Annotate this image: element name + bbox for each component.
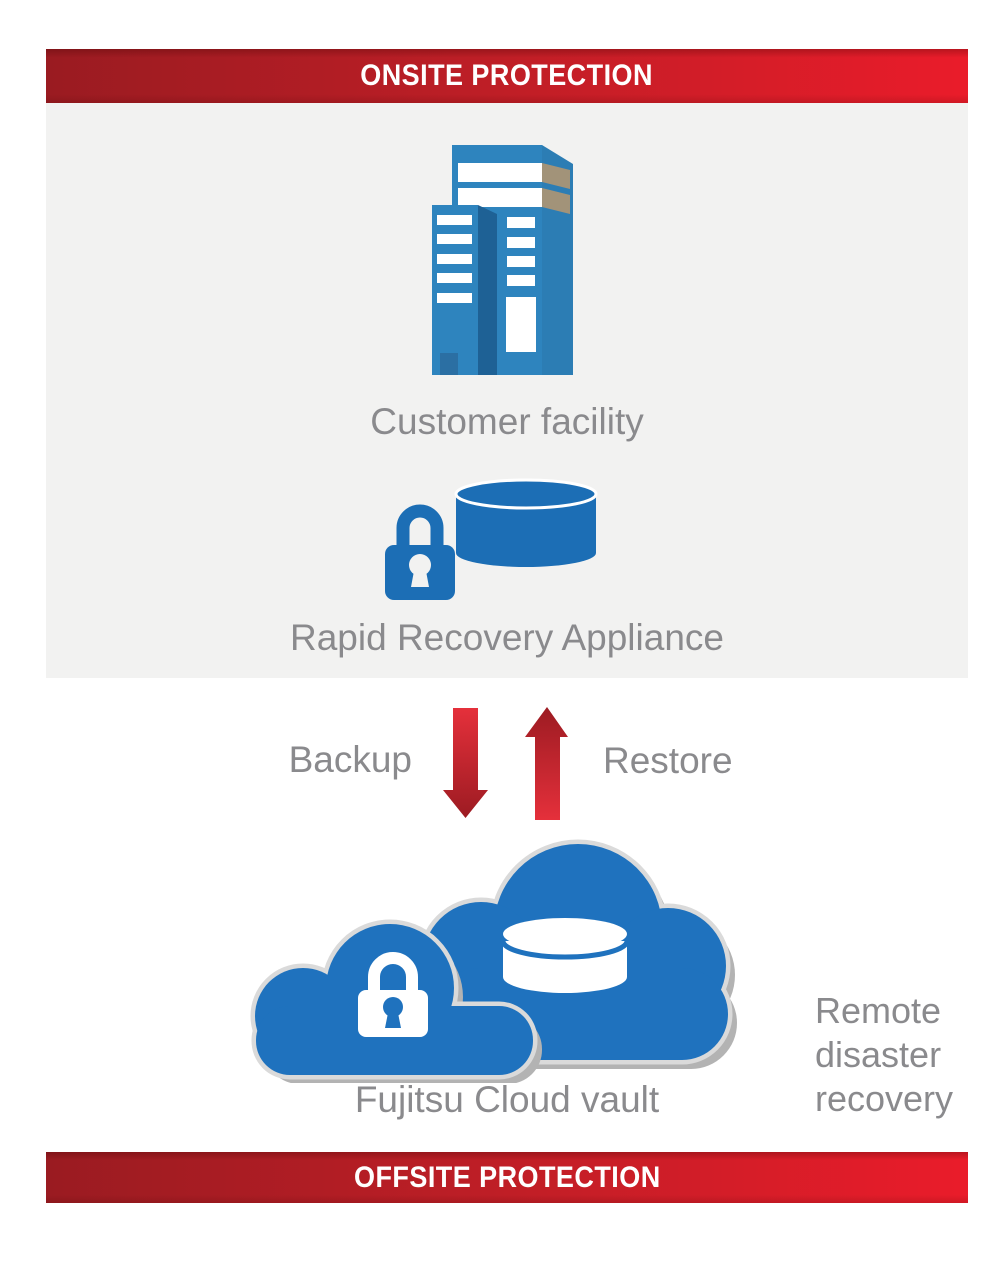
- backup-restore-arrows-icon: [443, 707, 568, 820]
- cloud-vault-label: Fujitsu Cloud vault: [354, 1079, 660, 1120]
- offsite-protection-banner: OFFSITE PROTECTION: [46, 1152, 968, 1203]
- appliance-label: Rapid Recovery Appliance: [290, 617, 724, 658]
- customer-facility-label: Customer facility: [370, 401, 644, 442]
- office-building-icon: [432, 145, 573, 375]
- offsite-protection-label: OFFSITE PROTECTION: [353, 1160, 661, 1194]
- arrow-up-icon: [525, 707, 568, 820]
- onsite-protection-banner: ONSITE PROTECTION: [46, 49, 968, 103]
- cloud-disk-icon: [500, 918, 630, 993]
- onsite-protection-label: ONSITE PROTECTION: [360, 59, 654, 92]
- cloud-padlock-icon: [358, 952, 428, 1037]
- padlock-and-disk-icon: [385, 478, 598, 600]
- backup-label: Backup: [288, 739, 412, 780]
- remote-disaster-recovery-label: Remote disaster recovery: [815, 990, 954, 1119]
- arrow-down-icon: [443, 708, 488, 818]
- restore-label: Restore: [603, 740, 733, 781]
- clouds-with-padlock-and-disk-icon: [248, 838, 737, 1083]
